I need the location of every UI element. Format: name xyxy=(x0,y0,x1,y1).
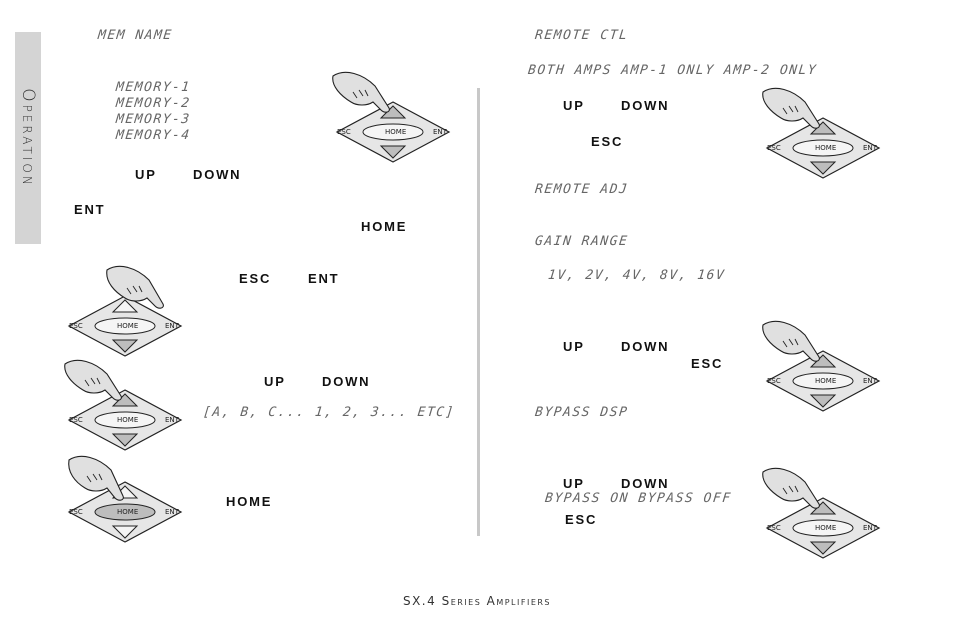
gain-values-display: 1V, 2V, 4V, 8V, 16V xyxy=(547,268,727,283)
down-key-label: DOWN xyxy=(621,476,670,491)
home-key-text: HOME xyxy=(815,144,836,152)
ent-key-text: ENT xyxy=(165,416,180,424)
memory-1-display: MEMORY-1 xyxy=(115,80,192,95)
ent-key-text: ENT xyxy=(863,524,878,532)
home-key-label: HOME xyxy=(361,219,408,234)
character-set-display: [A, B, C... 1, 2, 3... ETC] xyxy=(202,405,456,420)
up-key-label: UP xyxy=(264,374,286,389)
up-key-label: UP xyxy=(563,339,585,354)
esc-key-label: ESC xyxy=(565,512,598,527)
keypad-press-up-illustration: HOME ESC ENT xyxy=(762,467,881,559)
esc-key-label: ESC xyxy=(239,271,272,286)
esc-key-text: ESC xyxy=(69,322,83,330)
ent-key-label: ENT xyxy=(308,271,340,286)
ent-key-text: ENT xyxy=(165,322,180,330)
bypass-options-display: BYPASS ON BYPASS OFF xyxy=(544,491,733,506)
ent-key-text: ENT xyxy=(863,377,878,385)
bypass-dsp-display: BYPASS DSP xyxy=(534,405,630,420)
up-key-label: UP xyxy=(563,476,585,491)
home-key-text: HOME xyxy=(117,416,138,424)
home-key-label: HOME xyxy=(226,494,273,509)
keypad-press-up-illustration: HOME ESC ENT xyxy=(64,359,183,451)
ent-key-text: ENT xyxy=(165,508,180,516)
up-key-label: UP xyxy=(563,98,585,113)
ent-key-text: ENT xyxy=(433,128,448,136)
esc-key-text: ESC xyxy=(69,508,83,516)
esc-key-text: ESC xyxy=(767,524,781,532)
section-tab-label: Operation xyxy=(18,88,38,188)
down-key-label: DOWN xyxy=(322,374,371,389)
home-key-text: HOME xyxy=(815,524,836,532)
ent-key-text: ENT xyxy=(863,144,878,152)
home-key-text: HOME xyxy=(815,377,836,385)
memory-4-display: MEMORY-4 xyxy=(115,128,192,143)
mem-name-display: MEM NAME xyxy=(97,28,174,43)
memory-2-display: MEMORY-2 xyxy=(115,96,192,111)
esc-key-text: ESC xyxy=(69,416,83,424)
keypad-press-up-illustration: HOME ESC ENT xyxy=(762,87,881,179)
column-divider xyxy=(477,88,480,536)
esc-key-text: ESC xyxy=(337,128,351,136)
down-key-label: DOWN xyxy=(193,167,242,182)
memory-3-display: MEMORY-3 xyxy=(115,112,192,127)
remote-ctl-display: REMOTE CTL xyxy=(534,28,630,43)
home-key-text: HOME xyxy=(117,508,138,516)
home-key-text: HOME xyxy=(385,128,406,136)
ent-key-label: ENT xyxy=(74,202,106,217)
gain-range-display: GAIN RANGE xyxy=(534,234,630,249)
keypad-press-home-illustration: HOME ESC ENT xyxy=(67,265,183,357)
keypad-press-home-illustration: HOME ESC ENT xyxy=(67,455,183,543)
amp-options-display: BOTH AMPS AMP-1 ONLY AMP-2 ONLY xyxy=(527,63,818,78)
page-footer: SX.4 Series Amplifiers xyxy=(402,594,552,608)
up-key-label: UP xyxy=(135,167,157,182)
esc-key-text: ESC xyxy=(767,144,781,152)
keypad-press-up-illustration: HOME ESC ENT xyxy=(762,320,881,412)
esc-key-text: ESC xyxy=(767,377,781,385)
down-key-label: DOWN xyxy=(621,98,670,113)
esc-key-label: ESC xyxy=(691,356,724,371)
keypad-press-up-illustration: HOME ESC ENT xyxy=(332,71,451,163)
home-key-text: HOME xyxy=(117,322,138,330)
esc-key-label: ESC xyxy=(591,134,624,149)
remote-adj-display: REMOTE ADJ xyxy=(534,182,630,197)
down-key-label: DOWN xyxy=(621,339,670,354)
section-tab: Operation xyxy=(15,32,41,244)
